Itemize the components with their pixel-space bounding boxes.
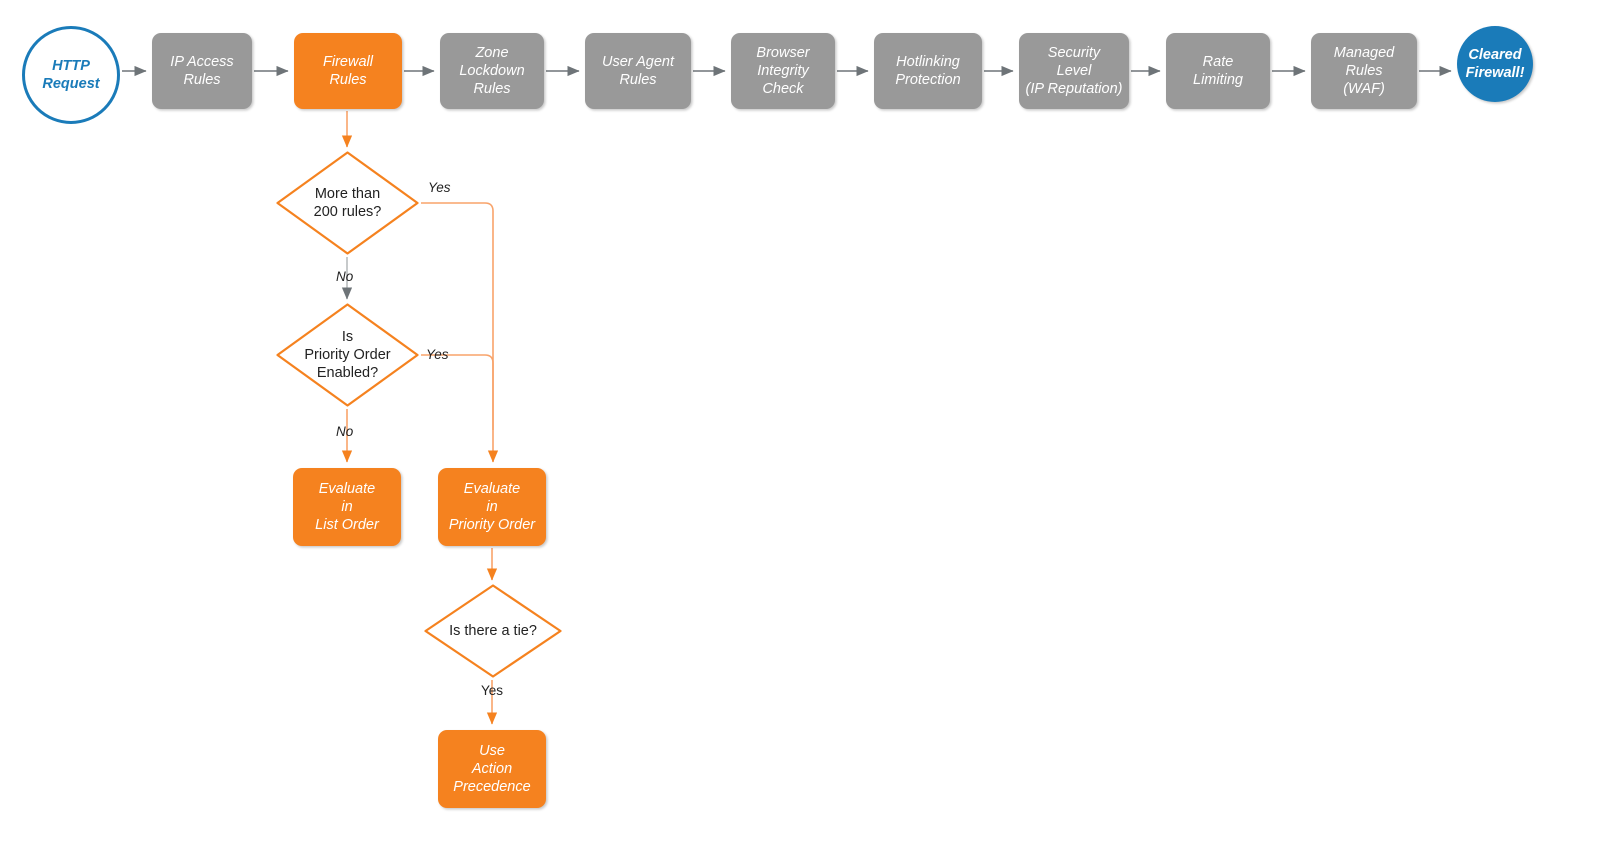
diamond-shape (276, 303, 419, 407)
edge-is-priority-yes (421, 354, 494, 430)
edge-label-yes-priority-order: Yes (426, 347, 449, 362)
node-label: Use Action Precedence (453, 742, 531, 796)
node-hotlinking-protection[interactable]: Hotlinking Protection (874, 33, 982, 109)
node-rate-limiting[interactable]: Rate Limiting (1166, 33, 1270, 109)
node-label: Zone Lockdown Rules (459, 44, 525, 98)
node-label: User Agent Rules (602, 53, 674, 88)
node-label: Hotlinking Protection (895, 53, 961, 88)
node-evaluate-in-priority-order[interactable]: Evaluate in Priority Order (438, 468, 546, 546)
node-label: Is Priority Order Enabled? (304, 328, 391, 382)
edge-label-yes-tie: Yes (481, 683, 504, 698)
diamond-shape (424, 584, 562, 678)
node-label: Cleared Firewall! (1465, 46, 1525, 81)
node-label: Firewall Rules (323, 53, 373, 88)
node-label: IP Access Rules (170, 53, 234, 88)
node-firewall-rules[interactable]: Firewall Rules (294, 33, 402, 109)
node-label: HTTP Request (42, 57, 100, 92)
node-label: Is there a tie? (449, 622, 537, 639)
node-security-level[interactable]: Security Level (IP Reputation) (1019, 33, 1129, 109)
node-cleared-firewall[interactable]: Cleared Firewall! (1457, 26, 1533, 102)
node-browser-integrity-check[interactable]: Browser Integrity Check (731, 33, 835, 109)
node-evaluate-in-list-order[interactable]: Evaluate in List Order (293, 468, 401, 546)
node-more-than-200-rules[interactable]: More than 200 rules? (276, 151, 419, 255)
node-label: Evaluate in Priority Order (448, 480, 536, 534)
node-label: Evaluate in List Order (315, 480, 379, 534)
node-managed-rules-waf[interactable]: Managed Rules (WAF) (1311, 33, 1417, 109)
node-use-action-precedence[interactable]: Use Action Precedence (438, 730, 546, 808)
node-ip-access-rules[interactable]: IP Access Rules (152, 33, 252, 109)
diamond-shape (276, 151, 419, 255)
node-label: Rate Limiting (1193, 53, 1243, 88)
edge-more-than-200-yes (421, 202, 499, 463)
node-label: Browser Integrity Check (756, 44, 810, 98)
node-label: Managed Rules (WAF) (1333, 44, 1395, 98)
edge-label-no-priority-order: No (336, 424, 354, 439)
node-is-priority-order-enabled[interactable]: Is Priority Order Enabled? (276, 303, 419, 407)
node-label: More than 200 rules? (313, 185, 382, 220)
node-zone-lockdown-rules[interactable]: Zone Lockdown Rules (440, 33, 544, 109)
node-http-request[interactable]: HTTP Request (22, 26, 120, 124)
node-label: Security Level (IP Reputation) (1025, 44, 1123, 98)
edge-label-no-more-than-200: No (336, 269, 354, 284)
node-user-agent-rules[interactable]: User Agent Rules (585, 33, 691, 109)
node-is-there-a-tie[interactable]: Is there a tie? (424, 584, 562, 678)
edge-label-yes-more-than-200: Yes (428, 180, 451, 195)
